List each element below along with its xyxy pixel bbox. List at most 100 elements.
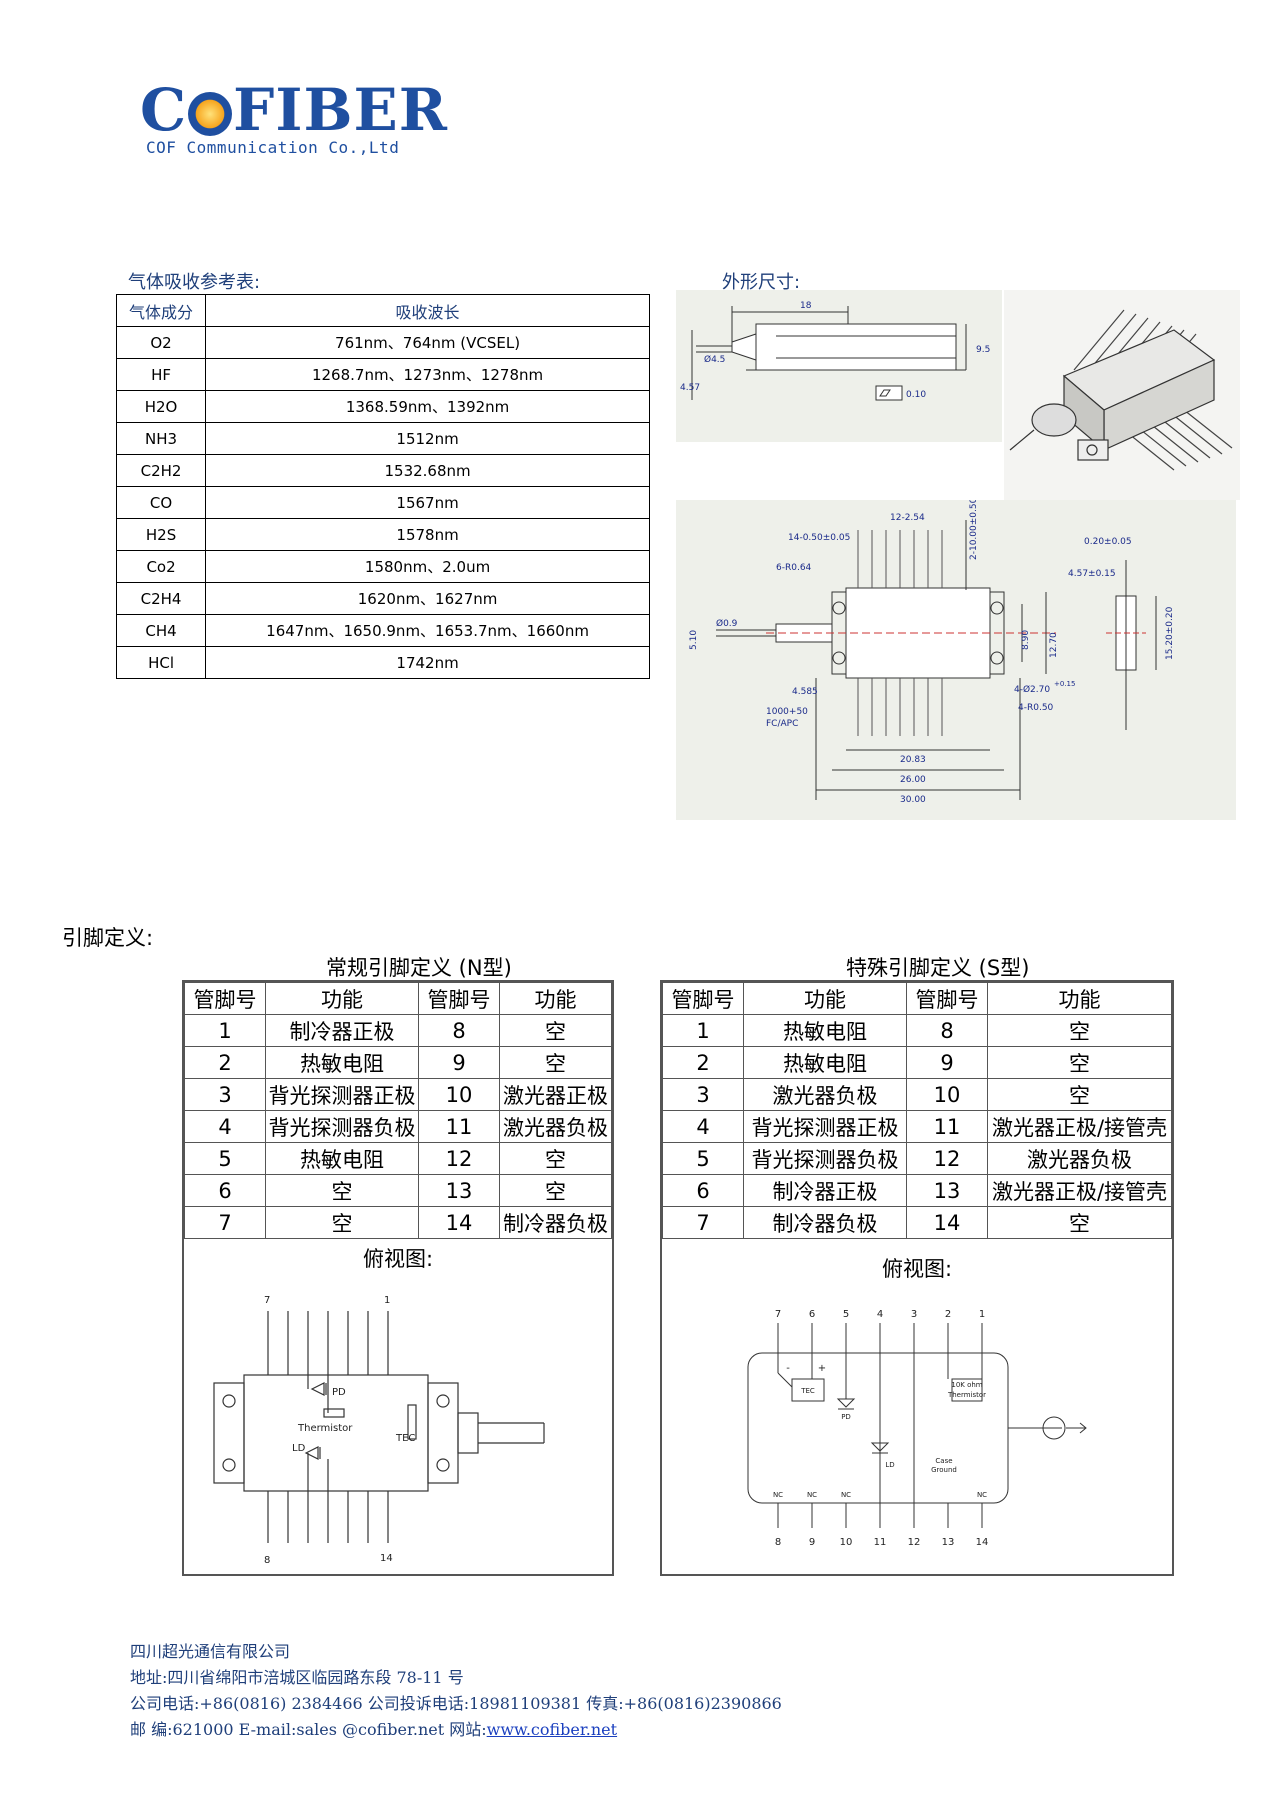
table-cell: 13 — [418, 1174, 500, 1207]
table-cell: 空 — [499, 1046, 612, 1079]
table-cell: 热敏电阻 — [743, 1014, 907, 1047]
table-cell: 9 — [906, 1046, 988, 1079]
table-cell: 制冷器负极 — [743, 1206, 907, 1239]
pin-label: 6 — [809, 1309, 815, 1320]
table-cell: 7 — [184, 1206, 266, 1239]
table-cell: 14 — [418, 1206, 500, 1239]
n-type-view-title: 俯视图: — [362, 1247, 434, 1271]
table-cell: 空 — [265, 1206, 419, 1239]
dim-label: 26.00 — [900, 775, 926, 785]
table-cell: NH3 — [115, 422, 207, 455]
table-cell: 激光器负极 — [987, 1142, 1172, 1175]
dim-label: 18 — [800, 301, 812, 311]
dim-label: 2-10.00±0.50 — [969, 500, 979, 560]
table-cell: 1368.59nm、1392nm — [205, 390, 650, 423]
dim-label: 8.90 — [1021, 630, 1031, 650]
pin-label: 9 — [809, 1537, 815, 1548]
nc-label: NC — [773, 1491, 783, 1499]
table-cell: C2H4 — [115, 582, 207, 615]
column-header: 管脚号 — [906, 982, 988, 1015]
table-cell: 背光探测器负极 — [265, 1110, 419, 1143]
table-cell: 激光器正极/接管壳 — [987, 1174, 1172, 1207]
n-type-caption: 常规引脚定义 (N型) — [326, 956, 512, 980]
table-cell: H2S — [115, 518, 207, 551]
dim-label: 12.70 — [1049, 632, 1059, 658]
table-cell: 1647nm、1650.9nm、1653.7nm、1660nm — [205, 614, 650, 647]
table-cell: 2 — [184, 1046, 266, 1079]
table-cell: CO — [115, 486, 207, 519]
minus-label: - — [786, 1363, 790, 1374]
pin-label: 1 — [384, 1295, 390, 1306]
table-cell: 6 — [662, 1174, 744, 1207]
table-cell: 3 — [662, 1078, 744, 1111]
footer-address: 地址:四川省绵阳市涪城区临园路东段 78-11 号 — [130, 1668, 464, 1687]
table-cell: 空 — [499, 1174, 612, 1207]
dimensions-title: 外形尺寸: — [722, 272, 801, 293]
dim-label: 4-Ø2.70 — [1014, 684, 1050, 695]
website-link[interactable]: www.cofiber.net — [486, 1720, 618, 1739]
table-cell: 8 — [906, 1014, 988, 1047]
pd-label: PD — [841, 1413, 851, 1421]
pin-label: 4 — [877, 1309, 883, 1320]
table-cell: O2 — [115, 326, 207, 359]
side-view-drawing: 18 Ø4.5 9.5 4.57 0.10 — [676, 290, 1002, 442]
pin-label: 5 — [843, 1309, 849, 1320]
table-cell: 9 — [418, 1046, 500, 1079]
table-cell: 空 — [987, 1014, 1172, 1047]
pin-label: 7 — [775, 1309, 781, 1320]
dim-label: 12-2.54 — [890, 513, 925, 523]
table-cell: 8 — [418, 1014, 500, 1047]
table-cell: 空 — [987, 1046, 1172, 1079]
column-header: 管脚号 — [184, 982, 266, 1015]
table-cell: 4 — [662, 1110, 744, 1143]
pin-label: 3 — [911, 1309, 917, 1320]
table-cell: 5 — [662, 1142, 744, 1175]
table-cell: 热敏电阻 — [743, 1046, 907, 1079]
table-cell: 激光器负极 — [743, 1078, 907, 1111]
table-cell: 4 — [184, 1110, 266, 1143]
footer-phone: 公司电话:+86(0816) 2384466 公司投诉电话:1898110938… — [130, 1694, 782, 1713]
table-cell: 7 — [662, 1206, 744, 1239]
pin-label: 13 — [942, 1537, 955, 1548]
table-cell: 激光器负极 — [499, 1110, 612, 1143]
dim-label: 30.00 — [900, 795, 926, 805]
diagram-label: PD — [332, 1387, 346, 1398]
dim-label: 14-0.50±0.05 — [788, 533, 850, 543]
pin-label: 2 — [945, 1309, 951, 1320]
column-header: 管脚号 — [418, 982, 500, 1015]
tec-label: TEC — [800, 1387, 815, 1395]
table-cell: 背光探测器正极 — [265, 1078, 419, 1111]
table-cell: 激光器正极/接管壳 — [987, 1110, 1172, 1143]
table-cell: 2 — [662, 1046, 744, 1079]
table-cell: 制冷器正极 — [265, 1014, 419, 1047]
s-type-caption: 特殊引脚定义 (S型) — [846, 956, 1030, 980]
diagram-label: TEC — [395, 1433, 415, 1444]
n-type-top-view-diagram: 7 1 8 14 PD Thermistor TEC LD — [213, 1295, 545, 1566]
dim-label: 4.57±0.15 — [1068, 569, 1116, 579]
table-cell: 1567nm — [205, 486, 650, 519]
table-header-row: 管脚号 功能 管脚号 功能 — [184, 982, 612, 1015]
dim-label: 6-R0.64 — [776, 563, 812, 573]
table-cell: 11 — [906, 1110, 988, 1143]
column-header: 功能 — [987, 982, 1172, 1015]
table-cell: 空 — [987, 1206, 1172, 1239]
pin-definition-title: 引脚定义: — [62, 926, 154, 950]
dim-label: 0.10 — [906, 390, 926, 400]
pin-label: 10 — [840, 1537, 853, 1548]
s-type-view-title: 俯视图: — [881, 1257, 953, 1281]
dim-label: Ø4.5 — [704, 354, 725, 365]
gas-table-title: 气体吸收参考表: — [128, 272, 261, 293]
dim-label: 4.57 — [680, 383, 700, 393]
table-cell: 761nm、764nm (VCSEL) — [205, 326, 650, 359]
